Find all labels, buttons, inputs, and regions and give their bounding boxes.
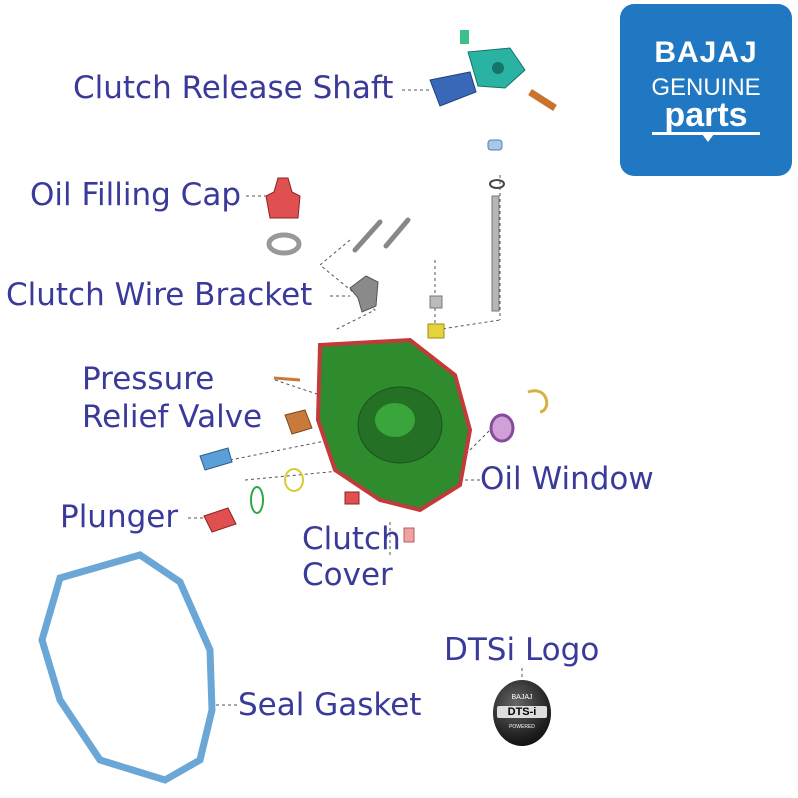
label-oil-filling-cap: Oil Filling Cap (30, 177, 242, 213)
springs (250, 468, 304, 514)
bushings (427, 295, 445, 339)
label-pressure-relief-valve-line1: Pressure (82, 361, 215, 397)
cover-small-parts (344, 491, 415, 543)
label-oil-window: Oil Window (480, 461, 654, 497)
label-dtsi-logo: DTSi Logo (444, 632, 600, 668)
logo-genuine-text: GENUINE (651, 74, 761, 101)
label-seal-gasket: Seal Gasket (238, 687, 422, 723)
label-clutch-cover-line2: Cover (302, 557, 393, 593)
dtsi-badge-part: BAJAJ DTS-i POWERED (493, 680, 551, 746)
label-clutch-release-shaft: Clutch Release Shaft (73, 70, 394, 106)
label-clutch-cover-line1: Clutch (302, 521, 401, 557)
badge-main-text: DTS-i (497, 706, 547, 718)
oil-window-part (489, 389, 549, 443)
oil-filling-cap-part (265, 177, 302, 256)
clutch-release-shaft-part (429, 30, 557, 312)
badge-bottom-text: POWERED (509, 724, 535, 730)
clutch-wire-bracket-part (349, 275, 379, 313)
label-clutch-wire-bracket: Clutch Wire Bracket (6, 277, 313, 313)
clutch-cover-part (315, 337, 473, 513)
mounting-bolts (352, 217, 411, 253)
logo-parts-text: parts (664, 96, 748, 134)
plunger-part (203, 507, 237, 533)
label-plunger: Plunger (60, 499, 179, 535)
logo-underline (652, 132, 760, 135)
label-pressure-relief-valve-line2: Relief Valve (82, 399, 263, 435)
logo-brand-text: BAJAJ (654, 36, 758, 69)
assembly-lines (188, 89, 523, 706)
pressure-relief-valve-part (199, 376, 313, 471)
logo-tick-mark (702, 134, 714, 142)
bajaj-genuine-parts-logo: BAJAJ GENUINE parts (620, 4, 792, 176)
badge-top-text: BAJAJ (511, 694, 533, 701)
seal-gasket-part (38, 551, 216, 784)
